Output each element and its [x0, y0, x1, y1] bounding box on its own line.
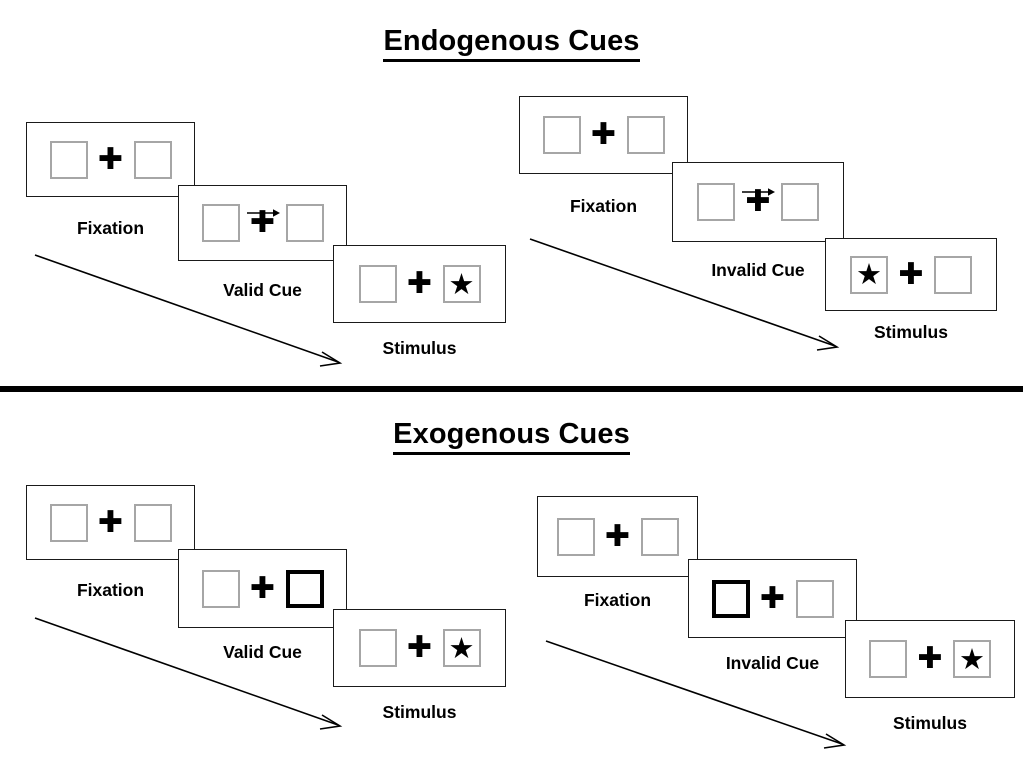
right-box-with-target: ★ [442, 265, 481, 303]
caption-exo-invalid-stimulus: Stimulus [893, 713, 967, 733]
fixation-center: ✚ [240, 208, 286, 238]
caption-exo-invalid-cue: Invalid Cue [725, 653, 820, 673]
fixation-cross-icon: ✚ [406, 630, 433, 666]
right-box [781, 183, 819, 221]
cue-arrow-right-icon [742, 188, 775, 197]
fixation-cross-icon: ✚ [604, 518, 631, 554]
right-box [934, 255, 972, 294]
fixation-center: ✚ [888, 256, 934, 292]
right-box [133, 140, 172, 179]
fixation-center: ✚ [581, 117, 627, 153]
fixation-cross-icon: ✚ [406, 266, 433, 302]
panel-content: ✚ ★ [334, 246, 505, 322]
section-title-endogenous-text: Endogenous Cues [383, 25, 640, 62]
fixation-cross-icon: ✚ [917, 641, 943, 677]
right-box-with-target: ★ [953, 640, 991, 678]
fixation-cross-icon: ✚ [249, 570, 276, 606]
panel-content: ✚ [27, 486, 194, 559]
caption-endo-valid-fixation: Fixation [76, 218, 145, 238]
panel-content: ✚ [27, 123, 194, 196]
caption-exo-valid-fixation: Fixation [76, 580, 145, 600]
left-box [697, 183, 735, 221]
panel-content: ✚ [520, 97, 687, 173]
panel-content: ✚ [179, 186, 346, 260]
fixation-cross-icon: ✚ [97, 141, 124, 177]
right-box [626, 116, 665, 154]
right-box-cued [285, 569, 324, 608]
right-box [795, 579, 834, 618]
left-box [542, 116, 581, 154]
right-box [285, 204, 324, 242]
left-box-with-target: ★ [850, 255, 888, 294]
panel-content: ✚ [538, 497, 697, 576]
caption-endo-valid-stimulus: Stimulus [382, 338, 457, 358]
section-title-exogenous: Exogenous Cues [0, 418, 1023, 455]
star-icon: ★ [856, 257, 882, 291]
section-title-endogenous: Endogenous Cues [0, 25, 1023, 62]
panel-content: ✚ [179, 550, 346, 627]
left-box [201, 204, 240, 242]
panel-endo-valid-stimulus[interactable]: ✚ ★ [333, 245, 506, 323]
caption-endo-invalid-stimulus: Stimulus [874, 322, 948, 342]
fixation-cross-icon: ✚ [759, 580, 786, 616]
right-box-with-target: ★ [442, 629, 481, 667]
panel-content: ✚ ★ [846, 621, 1014, 697]
fixation-center: ✚ [750, 580, 796, 616]
panel-endo-valid-fixation[interactable]: ✚ [26, 122, 195, 197]
panel-content: ★ ✚ [826, 239, 996, 310]
left-box [201, 569, 240, 608]
fixation-center: ✚ [735, 187, 781, 217]
panel-endo-invalid-fixation[interactable]: ✚ [519, 96, 688, 174]
caption-exo-valid-stimulus: Stimulus [382, 702, 457, 722]
fixation-center: ✚ [88, 141, 134, 177]
caption-exo-valid-cue: Valid Cue [223, 642, 302, 662]
flow-arrow-endo-invalid [529, 238, 840, 351]
fixation-center: ✚ [907, 641, 953, 677]
panel-content: ✚ [689, 560, 856, 637]
panel-exo-valid-fixation[interactable]: ✚ [26, 485, 195, 560]
left-box [49, 140, 88, 179]
caption-exo-invalid-fixation: Fixation [583, 590, 652, 610]
left-box [556, 517, 595, 556]
caption-endo-invalid-fixation: Fixation [569, 196, 638, 216]
right-box [133, 503, 172, 542]
cue-arrow-right-icon [246, 209, 280, 218]
panel-endo-invalid-stimulus[interactable]: ★ ✚ [825, 238, 997, 311]
section-title-exogenous-text: Exogenous Cues [393, 418, 630, 455]
panel-exo-valid-cue[interactable]: ✚ [178, 549, 347, 628]
fixation-cross-icon: ✚ [898, 256, 924, 292]
panel-exo-invalid-fixation[interactable]: ✚ [537, 496, 698, 577]
right-box [640, 517, 679, 556]
fixation-center: ✚ [397, 630, 443, 666]
fixation-center: ✚ [595, 518, 641, 554]
left-box [49, 503, 88, 542]
star-icon: ★ [959, 641, 985, 676]
section-divider [0, 386, 1023, 392]
left-box [358, 629, 397, 667]
caption-endo-invalid-cue: Invalid Cue [711, 260, 805, 280]
left-box-cued [711, 579, 750, 618]
star-icon: ★ [448, 630, 475, 665]
fixation-center: ✚ [88, 504, 134, 540]
fixation-cross-icon: ✚ [590, 117, 617, 153]
panel-content: ✚ [673, 163, 843, 241]
fixation-center: ✚ [240, 570, 286, 606]
panel-exo-invalid-cue[interactable]: ✚ [688, 559, 857, 638]
panel-endo-invalid-cue[interactable]: ✚ [672, 162, 844, 242]
left-box [869, 640, 907, 678]
panel-content: ✚ ★ [334, 610, 505, 686]
panel-exo-valid-stimulus[interactable]: ✚ ★ [333, 609, 506, 687]
panel-endo-valid-cue[interactable]: ✚ [178, 185, 347, 261]
star-icon: ★ [448, 266, 475, 301]
caption-endo-valid-cue: Valid Cue [223, 280, 302, 300]
fixation-center: ✚ [397, 266, 443, 302]
left-box [358, 265, 397, 303]
panel-exo-invalid-stimulus[interactable]: ✚ ★ [845, 620, 1015, 698]
fixation-cross-icon: ✚ [97, 504, 124, 540]
